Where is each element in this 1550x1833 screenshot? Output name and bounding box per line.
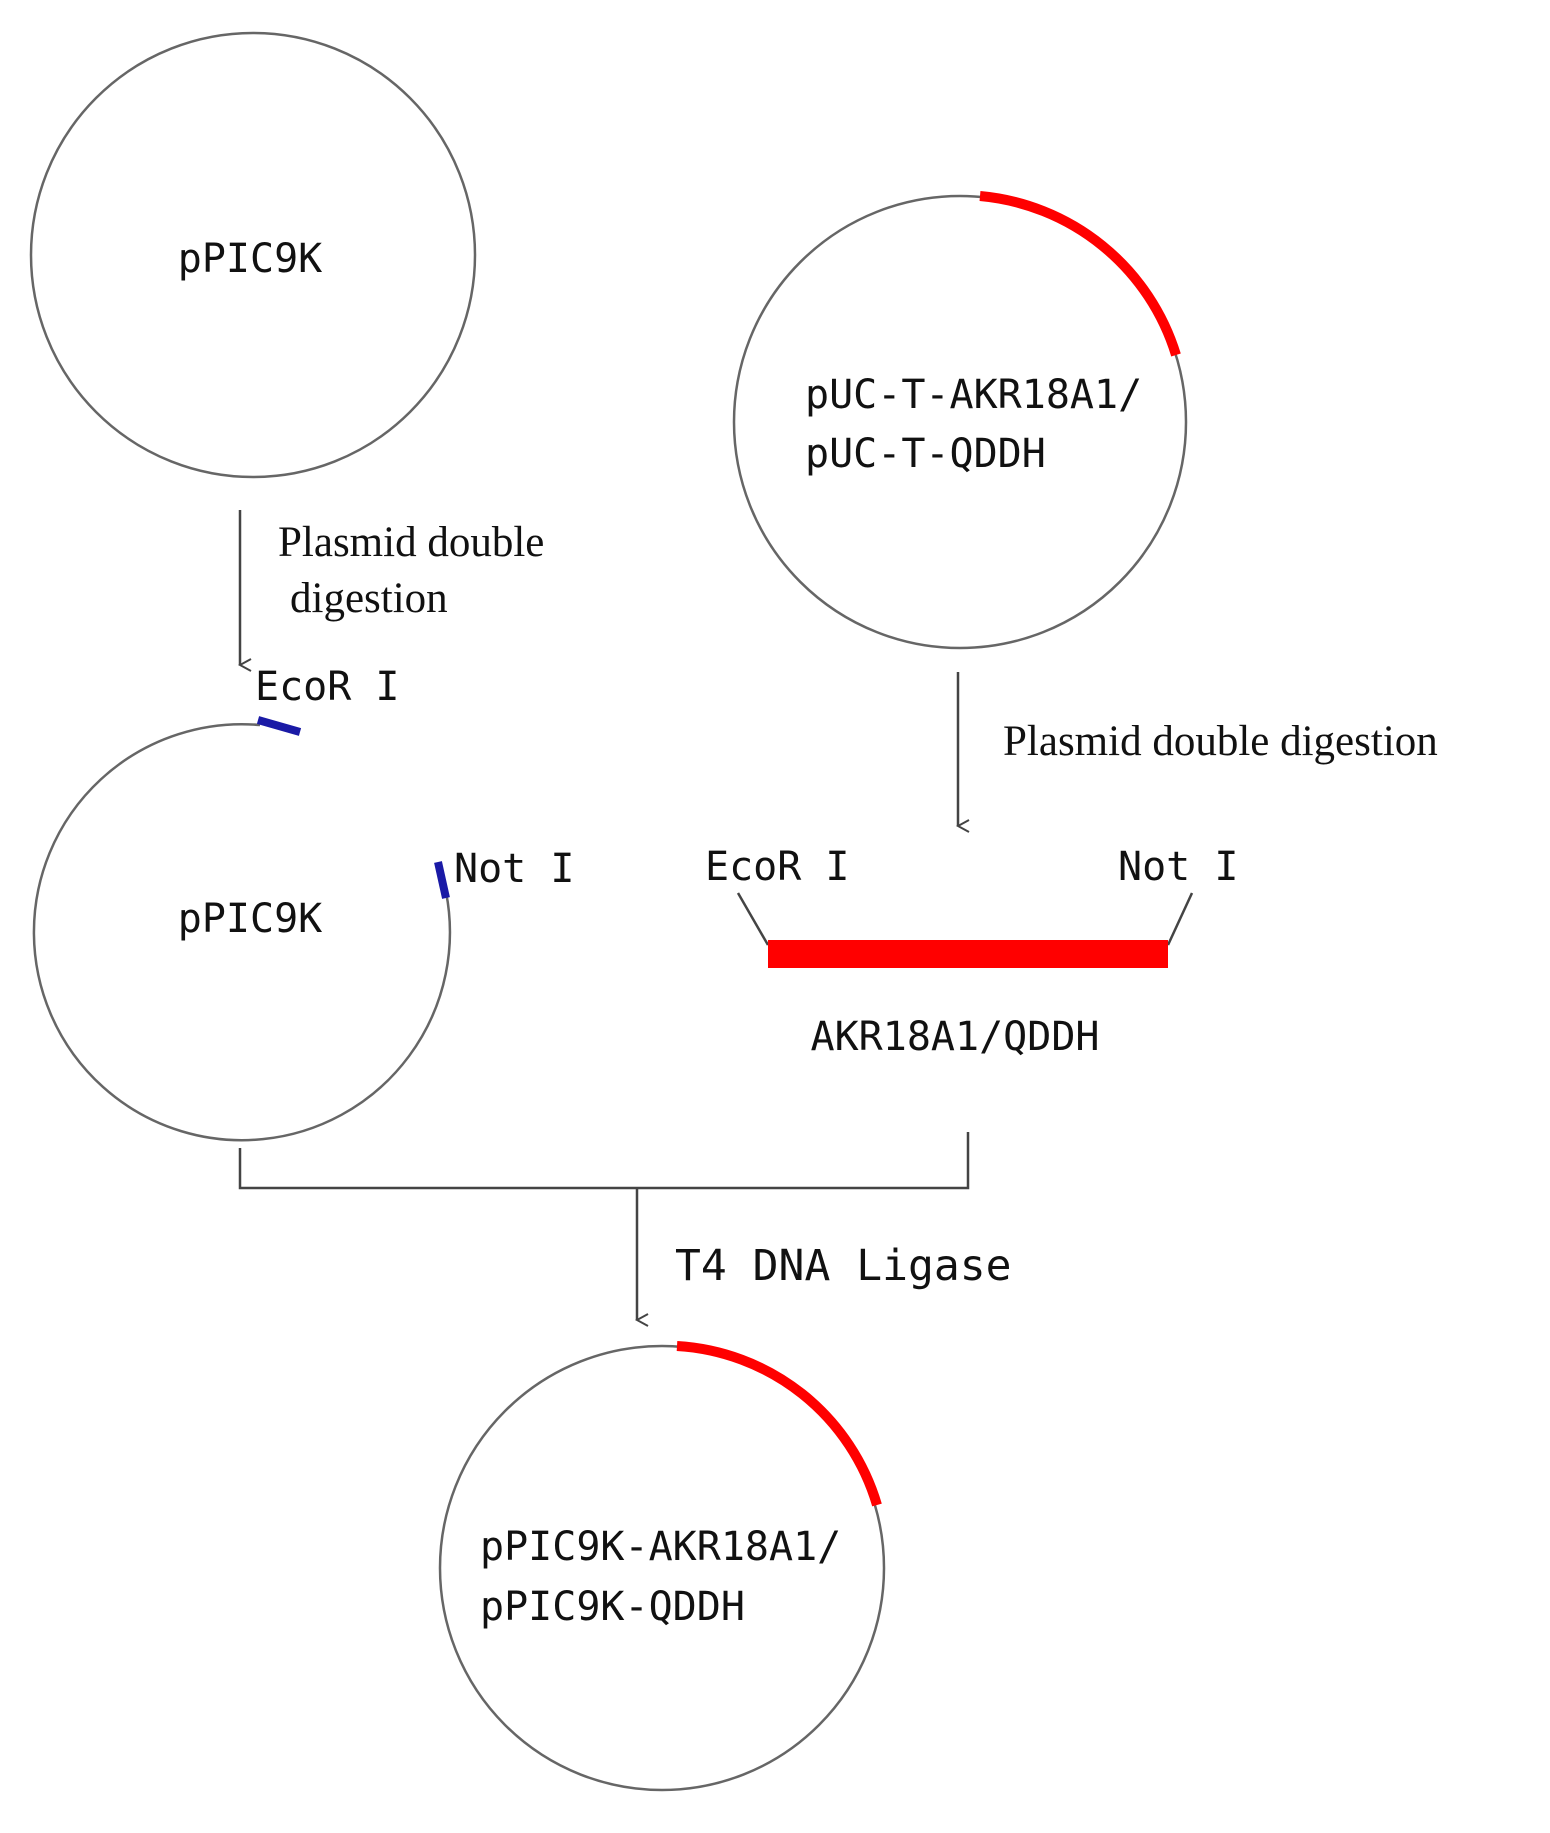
- digest-step-label-left-line2: digestion: [290, 575, 448, 622]
- ligation-bracket: [238, 1132, 970, 1190]
- product-plasmid-circle: [438, 1344, 886, 1792]
- ecori-label-left: EcoR I: [255, 664, 400, 710]
- vector-plasmid-label: pPIC9K: [178, 236, 323, 282]
- ecori-overhang-line: [736, 892, 770, 946]
- product-insert-arc: [676, 1341, 882, 1507]
- insert-fragment-bar: [768, 940, 1168, 968]
- donor-plasmid-label-line1: pUC-T-AKR18A1/: [805, 372, 1142, 418]
- noti-site-mark-left: [434, 861, 450, 899]
- noti-overhang-line: [1166, 892, 1194, 946]
- linearized-vector: EcoR I Not I pPIC9K: [32, 664, 574, 1142]
- digest-step-label-left-line1: Plasmid double: [278, 519, 544, 566]
- linearized-vector-arc: [32, 723, 452, 1142]
- product-plasmid: pPIC9K-AKR18A1/ pPIC9K-QDDH: [438, 1341, 886, 1792]
- noti-label-left: Not I: [454, 846, 574, 892]
- noti-label-right: Not I: [1118, 844, 1238, 890]
- donor-plasmid: pUC-T-AKR18A1/ pUC-T-QDDH: [732, 191, 1188, 650]
- donor-insert-arc: [979, 191, 1181, 357]
- vector-plasmid-circle: [29, 31, 477, 479]
- vector-plasmid-top: pPIC9K: [29, 31, 477, 479]
- donor-plasmid-circle: [732, 194, 1188, 650]
- ligation-step-label: T4 DNA Ligase: [675, 1241, 1012, 1291]
- ecori-label-right: EcoR I: [705, 844, 850, 890]
- product-plasmid-label-line2: pPIC9K-QDDH: [480, 1584, 745, 1630]
- ecori-site-mark-left: [256, 716, 302, 736]
- insert-fragment: EcoR I Not I AKR18A1/QDDH: [705, 844, 1238, 1060]
- linearized-vector-label: pPIC9K: [178, 896, 323, 942]
- digest-step-label-right: Plasmid double digestion: [1003, 718, 1438, 765]
- donor-plasmid-label-line2: pUC-T-QDDH: [805, 431, 1046, 477]
- insert-fragment-label: AKR18A1/QDDH: [811, 1014, 1100, 1060]
- product-plasmid-label-line1: pPIC9K-AKR18A1/: [480, 1524, 841, 1570]
